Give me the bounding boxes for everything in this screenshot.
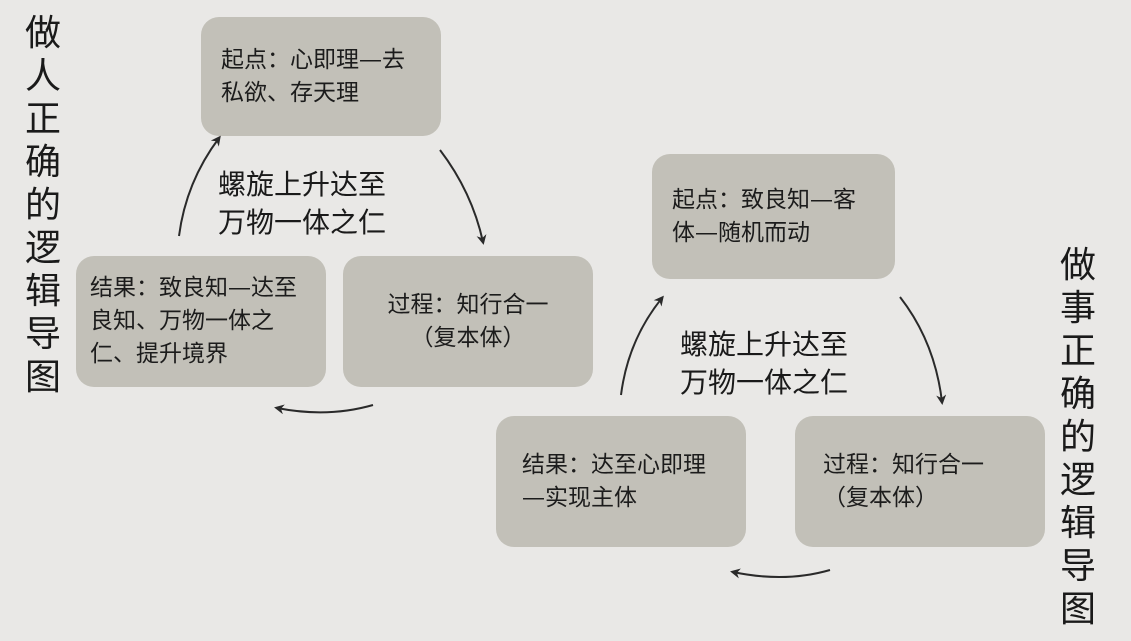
left-arrow-result-to-start	[178, 135, 221, 237]
right-arrow-result-to-start	[620, 295, 664, 396]
left-process-box: 过程：知行合一（复本体）	[343, 256, 593, 387]
right-process-box: 过程：知行合一（复本体）	[795, 416, 1045, 547]
right-result-text: 结果：达至心即理—实现主体	[522, 451, 706, 511]
right-start-text: 起点：致良知—客体—随机而动	[672, 186, 856, 246]
left-vertical-title: 做人正确的逻辑导图	[24, 13, 61, 398]
left-result-text: 结果：致良知—达至良知、万物一体之仁、提升境界	[90, 275, 297, 367]
left-center-label: 螺旋上升达至 万物一体之仁	[218, 168, 387, 239]
left-arrow-start-to-process	[439, 149, 487, 245]
right-process-text: 过程：知行合一（复本体）	[823, 451, 984, 511]
right-result-box: 结果：达至心即理—实现主体	[496, 416, 746, 547]
right-arrow-start-to-process	[899, 296, 947, 405]
right-vertical-title: 做事正确的逻辑导图	[1059, 245, 1096, 630]
left-start-box: 起点：心即理—去私欲、存天理	[201, 17, 441, 136]
left-arrow-process-to-result	[274, 404, 374, 415]
left-start-text: 起点：心即理—去私欲、存天理	[221, 46, 405, 106]
left-result-box: 结果：致良知—达至良知、万物一体之仁、提升境界	[76, 256, 326, 387]
right-center-label: 螺旋上升达至 万物一体之仁	[680, 328, 849, 399]
left-process-text: 过程：知行合一（复本体）	[387, 291, 549, 351]
right-arrow-process-to-result	[730, 568, 831, 579]
right-start-box: 起点：致良知—客体—随机而动	[652, 154, 895, 279]
